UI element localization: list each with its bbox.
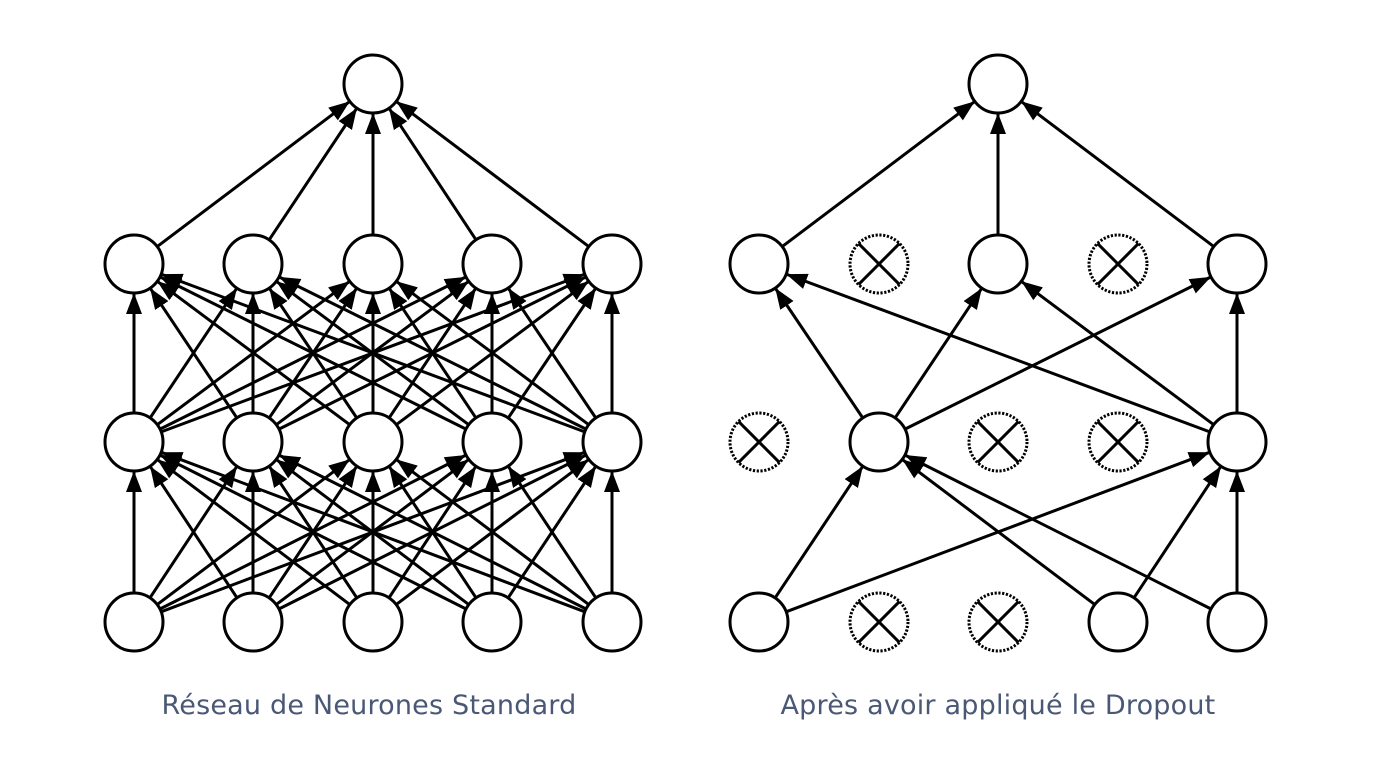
- standard-network-panel: [103, 53, 643, 653]
- connection-arrow: [395, 100, 590, 248]
- neuron-input-1: [728, 591, 790, 653]
- connection-arrow: [156, 280, 351, 426]
- dropped-neuron-hidden1-4: [1087, 411, 1149, 473]
- dropped-neuron-cross: [737, 420, 781, 464]
- connection-arrow: [160, 450, 586, 614]
- connection-arrow: [395, 280, 590, 426]
- dropped-neuron-hidden2-2: [848, 233, 910, 295]
- dropped-neuron-hidden1-1: [728, 411, 790, 473]
- dropout-network-caption: Après avoir appliqué le Dropout: [780, 690, 1216, 721]
- connection-arrow: [395, 458, 590, 606]
- neuron-input-5: [581, 591, 643, 653]
- dropout-network-panel: [728, 53, 1268, 653]
- dropped-neuron-cross: [1096, 242, 1140, 286]
- connection-arrow: [159, 453, 467, 611]
- connection-arrow: [387, 107, 478, 241]
- connection-arrow: [278, 453, 587, 611]
- neuron-input-1: [103, 591, 165, 653]
- neuron-hidden2-4: [461, 233, 523, 295]
- neuron-input-3: [342, 591, 404, 653]
- neuron-input-4: [461, 591, 523, 653]
- neuron-hidden1-4: [461, 411, 523, 473]
- connection-arrow: [773, 465, 865, 599]
- connection-arrow: [159, 275, 467, 431]
- neuron-hidden2-1: [728, 233, 790, 295]
- dropped-neuron-cross: [857, 600, 901, 644]
- dropped-neuron-cross: [976, 600, 1020, 644]
- neuron-hidden1-3: [342, 411, 404, 473]
- neuron-hidden2-5: [1206, 233, 1268, 295]
- dropout-network-neurons: [728, 53, 1268, 653]
- connection-arrow: [267, 107, 359, 241]
- dropped-neuron-input-2: [848, 591, 910, 653]
- neuron-hidden1-1: [103, 411, 165, 473]
- neuron-hidden2-5: [581, 233, 643, 295]
- dropped-neuron-cross: [1096, 420, 1140, 464]
- dropped-neuron-input-3: [967, 591, 1029, 653]
- neuron-hidden2-2: [222, 233, 284, 295]
- neuron-output-1: [342, 53, 404, 115]
- connection-arrow: [901, 458, 1096, 606]
- connection-arrow: [160, 272, 586, 434]
- neuron-hidden2-3: [967, 233, 1029, 295]
- connection-arrow: [781, 100, 976, 248]
- connection-arrow: [1020, 280, 1215, 426]
- dropped-neuron-cross: [857, 242, 901, 286]
- connection-arrow: [893, 287, 984, 419]
- neuron-hidden1-5: [581, 411, 643, 473]
- connection-arrow: [773, 287, 865, 419]
- dropped-neuron-hidden2-4: [1087, 233, 1149, 295]
- neuron-output-1: [967, 53, 1029, 115]
- neuron-hidden1-2: [848, 411, 910, 473]
- connection-arrow: [148, 465, 239, 599]
- standard-network-connections: [126, 100, 620, 614]
- neuron-hidden2-1: [103, 233, 165, 295]
- neuron-input-2: [222, 591, 284, 653]
- neuron-hidden1-5: [1206, 411, 1268, 473]
- neuron-hidden2-3: [342, 233, 404, 295]
- connection-arrow: [904, 453, 1212, 611]
- neuron-hidden1-2: [222, 411, 284, 473]
- standard-network-neurons: [103, 53, 643, 653]
- neuron-input-5: [1206, 591, 1268, 653]
- connection-arrow: [506, 465, 598, 599]
- connection-arrow: [1020, 100, 1215, 248]
- connection-arrow: [278, 275, 587, 431]
- dropped-neuron-cross: [976, 420, 1020, 464]
- dropped-neuron-hidden1-3: [967, 411, 1029, 473]
- dropout-network-connections: [773, 100, 1245, 614]
- standard-network-caption: Réseau de Neurones Standard: [161, 690, 577, 721]
- connection-arrow: [904, 275, 1212, 431]
- neuron-input-4: [1087, 591, 1149, 653]
- connection-arrow: [506, 287, 598, 419]
- connection-arrow: [156, 458, 351, 606]
- connection-arrow: [156, 100, 351, 248]
- connection-arrow: [148, 287, 239, 419]
- connection-arrow: [785, 272, 1211, 434]
